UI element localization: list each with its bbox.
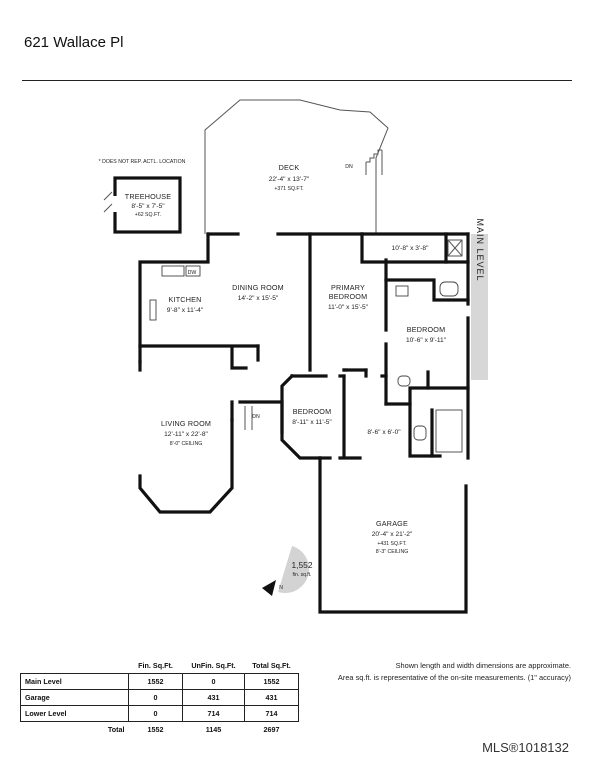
floor-plan: MAIN LEVEL * DOES NOT REP. ACTL. LOCATIO…	[99, 99, 488, 614]
walkin-dims: 10'-8" x 3'-8"	[392, 245, 430, 252]
treehouse	[103, 176, 182, 234]
col-fin: Fin. Sq.Ft.	[138, 661, 173, 670]
primary-label-2: BEDROOM	[329, 292, 368, 301]
table-row: Garage 0 431 431	[20, 689, 299, 706]
garage-label: GARAGE	[376, 519, 408, 528]
north-arrow-icon	[262, 580, 276, 596]
garage-sqft: +431 SQ.FT.	[377, 541, 406, 547]
garage-ceiling: 8'-3" CEILING	[376, 549, 409, 555]
mls-number: MLS®1018132	[482, 740, 569, 755]
table-row: Lower Level 0 714 714	[20, 705, 299, 722]
treehouse-label: TREEHOUSE	[125, 192, 172, 201]
svg-text:N: N	[279, 585, 283, 591]
bedroom2-dims: 8'-11" x 11'-5"	[292, 419, 332, 426]
level-band	[471, 234, 488, 380]
deck-dims: 22'-4" x 13'-7"	[269, 176, 310, 183]
table-header-row: Fin. Sq.Ft. UnFin. Sq.Ft. Total Sq.Ft.	[21, 658, 299, 674]
treehouse-dims: 8'-5" x 7'-5"	[131, 203, 165, 210]
level-label: MAIN LEVEL	[475, 218, 485, 281]
sqft-summary-table: Fin. Sq.Ft. UnFin. Sq.Ft. Total Sq.Ft. M…	[20, 658, 299, 737]
house-walls	[138, 232, 470, 614]
garage-dims: 20'-4" x 21'-2"	[372, 531, 413, 538]
kitchen-label: KITCHEN	[169, 295, 202, 304]
hall-dims: 8'-6" x 6'-0"	[367, 429, 401, 436]
bedroom2-label: BEDROOM	[293, 407, 332, 416]
col-unfin: UnFin. Sq.Ft.	[191, 661, 236, 670]
primary-label: PRIMARY	[331, 283, 365, 292]
deck-dn-label: DN	[345, 164, 353, 170]
bedroom1-label: BEDROOM	[407, 325, 446, 334]
sqft-badge: 1,552 fin. sq.ft. N	[262, 546, 313, 596]
living-ceiling: 8'-0" CEILING	[170, 441, 203, 447]
treehouse-sqft: +62 SQ.FT.	[135, 212, 161, 218]
header-divider	[22, 80, 572, 81]
dimension-note: Shown length and width dimensions are ap…	[395, 661, 571, 670]
dw-label: DW	[188, 270, 197, 276]
bedroom1-dims: 10'-6" x 9'-11"	[406, 337, 447, 344]
treehouse-note: * DOES NOT REP. ACTL. LOCATION	[99, 159, 186, 165]
dining-dims: 14'-2" x 15'-5"	[238, 295, 279, 302]
living-label: LIVING ROOM	[161, 419, 211, 428]
svg-text:fin. sq.ft.: fin. sq.ft.	[293, 572, 312, 578]
kitchen-dims: 9'-8" x 11'-4"	[167, 307, 204, 314]
stairs-dn-label: DN	[252, 414, 260, 420]
svg-text:1,552: 1,552	[292, 560, 313, 570]
accuracy-note: Area sq.ft. is representative of the on-…	[337, 673, 571, 682]
living-dims: 12'-11" x 22'-8"	[164, 431, 208, 438]
primary-dims: 11'-0" x 15'-5"	[328, 304, 369, 311]
page-title: 621 Wallace Pl	[24, 34, 124, 51]
dining-label: DINING ROOM	[232, 283, 284, 292]
fixtures	[149, 239, 463, 453]
deck-sqft: +371 SQ.FT.	[274, 186, 303, 192]
table-row: Main Level 1552 0 1552	[20, 673, 299, 690]
deck	[204, 99, 389, 234]
deck-label: DECK	[279, 163, 300, 172]
table-total-row: Total 1552 1145 2697	[107, 725, 280, 734]
col-total: Total Sq.Ft.	[252, 661, 291, 670]
